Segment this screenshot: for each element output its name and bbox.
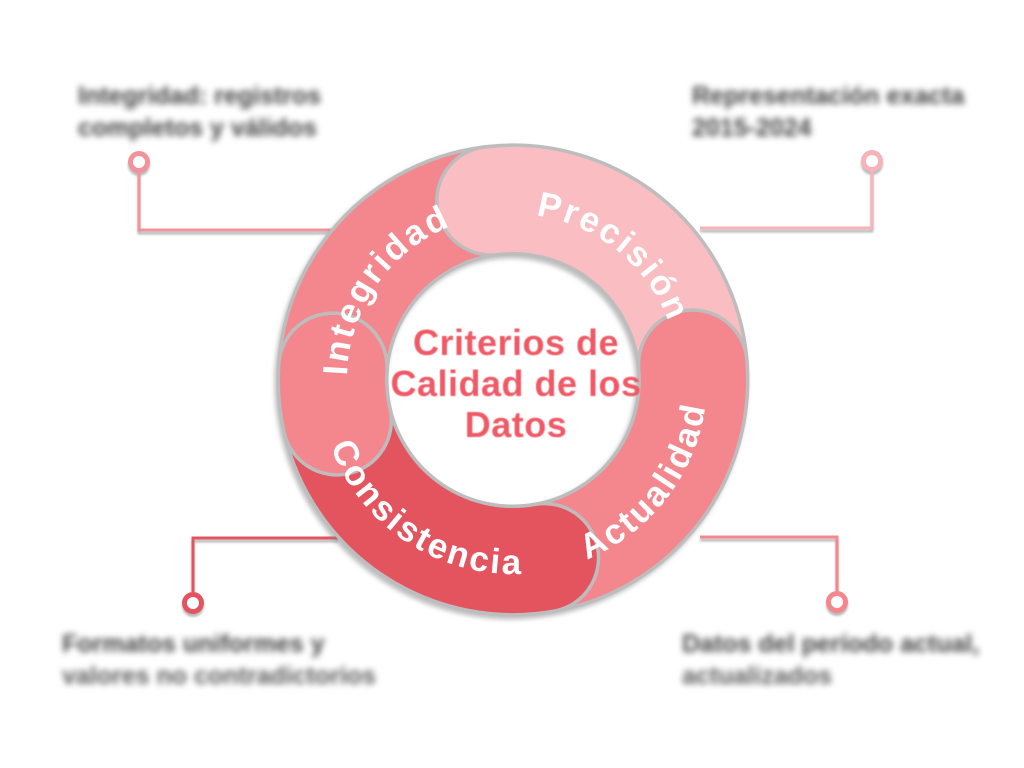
connector-marker-top-left xyxy=(128,151,150,173)
annotation-bottom-right: Datos del período actual, actualizados xyxy=(682,628,979,692)
annotation-bottom-left: Formatos uniformes y valores no contradi… xyxy=(62,628,376,692)
connector-line-bottom-right xyxy=(700,535,839,593)
annotation-bottom-right-line-1: Datos del período actual, xyxy=(682,630,980,658)
center-title-line-1: Criterios de xyxy=(412,322,620,363)
connector-layer xyxy=(128,150,883,614)
annotation-bottom-left-line-2: valores no contradictorios xyxy=(62,662,376,690)
annotation-bottom-left-line-1: Formatos uniformes y xyxy=(62,630,325,658)
connector-marker-bottom-right xyxy=(826,591,848,613)
connector-line-top-left xyxy=(137,171,345,232)
annotation-top-left: Integridad: registros completos y válido… xyxy=(78,80,321,144)
annotation-top-right-line-1: Representación exacta xyxy=(692,82,965,110)
annotation-top-left-line-2: completos y válidos xyxy=(78,114,317,142)
connector-line-bottom-left xyxy=(191,536,338,594)
connector-marker-top-right xyxy=(861,150,883,172)
ring-layer xyxy=(276,143,750,617)
center-title-line-2: Calidad de los xyxy=(390,363,642,404)
annotation-bottom-right-line-2: actualizados xyxy=(682,662,833,690)
segment-integridad-cap xyxy=(279,314,390,474)
diagram-center-title: Criterios de Calidad de los Datos xyxy=(373,322,659,452)
connector-marker-bottom-left xyxy=(182,592,204,614)
center-title-line-3: Datos xyxy=(464,404,568,445)
annotation-top-left-line-1: Integridad: registros xyxy=(78,82,322,110)
annotation-top-right: Representación exacta 2015-2024 xyxy=(692,80,964,144)
connector-line-top-right xyxy=(700,170,874,230)
annotation-top-right-line-2: 2015-2024 xyxy=(692,114,812,142)
